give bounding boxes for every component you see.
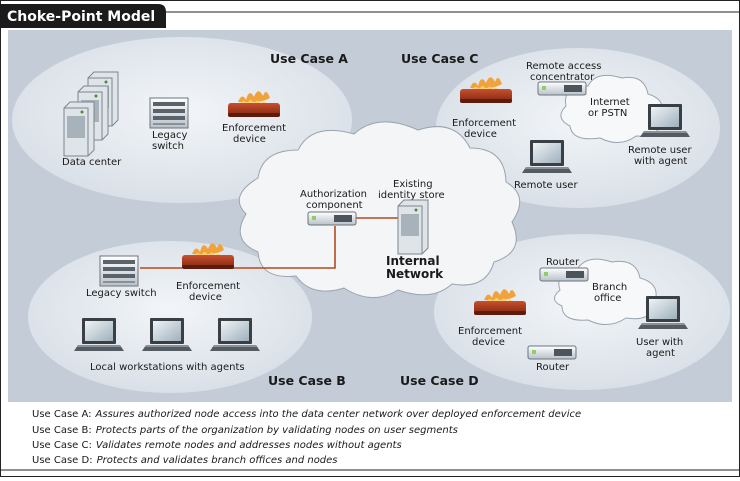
internet-pstn-label-2: or PSTN (588, 108, 627, 119)
authorization-label-2: component (306, 200, 363, 211)
identity-store-label-1: Existing (393, 179, 433, 190)
enforcement-c-label-2: device (464, 129, 497, 140)
enforcement-a-label-2: device (233, 134, 266, 145)
identity-store-label-2: identity store (378, 190, 445, 201)
enforcement-d-label-1: Enforcement (458, 326, 522, 337)
remote-user-label: Remote user (514, 180, 578, 191)
use-case-c-label: Use Case C (401, 51, 478, 66)
remote-access-label-1: Remote access (526, 61, 601, 72)
use-case-b-label: Use Case B (268, 373, 346, 388)
caption-a: Use Case A:Assures authorized node acces… (32, 409, 581, 420)
user-agent-d-label-2: agent (646, 348, 675, 359)
workstations-label: Local workstations with agents (90, 362, 245, 373)
branch-office-label-2: office (594, 293, 621, 304)
internet-pstn-label-1: Internet (590, 97, 630, 108)
enforcement-c-label-1: Enforcement (452, 118, 516, 129)
remote-access-concentrator-icon (537, 81, 587, 96)
legacy-switch-a-label-2: switch (152, 141, 184, 152)
remote-user-agent-label-1: Remote user (628, 145, 692, 156)
caption-b: Use Case B:Protects parts of the organiz… (32, 425, 458, 436)
router-d1-icon (539, 267, 589, 282)
identity-store-server-icon (397, 199, 429, 255)
router-d1-label: Router (546, 257, 580, 268)
internal-network-label-2: Network (386, 267, 444, 281)
router-d2-label: Router (536, 362, 570, 373)
enforcement-d-label-2: device (472, 337, 505, 348)
use-case-b-region (28, 241, 312, 393)
authorization-component-icon (307, 211, 357, 226)
legacy-switch-a-icon (149, 97, 189, 129)
diagram-title: Choke-Point Model (7, 9, 155, 25)
legacy-switch-b-label: Legacy switch (86, 288, 157, 299)
authorization-label-1: Authorization (300, 189, 367, 200)
network-links (140, 217, 398, 269)
enforcement-b-label-1: Enforcement (176, 281, 240, 292)
caption-d: Use Case D:Protects and validates branch… (32, 455, 338, 466)
branch-office-label-1: Branch (592, 282, 627, 293)
enforcement-b-label-2: device (189, 292, 222, 303)
use-case-captions: Use Case A:Assures authorized node acces… (32, 409, 581, 466)
remote-user-agent-label-2: with agent (634, 156, 687, 167)
data-center-label: Data center (62, 157, 122, 168)
legacy-switch-a-label-1: Legacy (152, 130, 188, 141)
enforcement-a-label-1: Enforcement (222, 123, 286, 134)
user-agent-d-label-1: User with (636, 337, 683, 348)
legacy-switch-b-icon (99, 255, 139, 287)
remote-access-label-2: concentrator (530, 72, 595, 83)
caption-c: Use Case C:Validates remote nodes and ad… (32, 440, 402, 451)
internal-network-label-1: Internal (386, 254, 440, 268)
use-case-d-label: Use Case D (400, 373, 479, 388)
use-case-a-label: Use Case A (270, 51, 348, 66)
title-tab: Choke-Point Model (0, 4, 166, 28)
router-d2-icon (527, 345, 577, 360)
